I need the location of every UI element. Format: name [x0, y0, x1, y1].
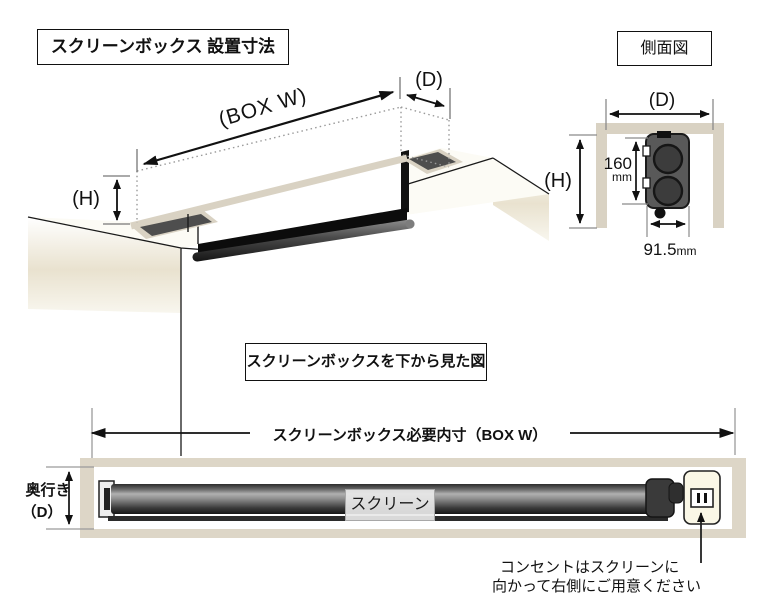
unit-width-unit: mm [676, 244, 697, 258]
outlet-slot-right [704, 493, 707, 503]
motor-knob [668, 482, 684, 504]
opening-left [132, 211, 218, 239]
unit-height-dimension-arrow [622, 137, 648, 205]
screen-surface [198, 156, 403, 244]
height-dimension-arrow-3d [103, 175, 130, 225]
outlet-socket [690, 488, 714, 508]
unit-width-dimension-arrow [646, 206, 690, 237]
outlet-note-line2: 向かって右側にご用意ください [492, 578, 701, 595]
height-label-3d: (H) [72, 188, 100, 210]
side-view-title: 側面図 [617, 31, 712, 66]
height-dimension-arrow-side [569, 134, 597, 229]
depth-dimension-arrow-side [605, 99, 714, 130]
weight-bar-end-cap [405, 219, 415, 229]
opening-right [404, 149, 463, 174]
box-channel [596, 123, 724, 228]
screen-unit-cross-section [642, 131, 690, 219]
box-w-dimension-arrow [136, 77, 401, 172]
height-label-side: (H) [544, 170, 572, 192]
outlet-slot-left [697, 493, 700, 503]
clearance-box-dotted-outline [136, 106, 450, 223]
depth-dimension-arrow-bottom [46, 466, 94, 530]
side-view [569, 99, 724, 237]
outlet-note-line1: コンセントはスクリーンに [500, 559, 680, 576]
depth-label-3d: (D) [415, 69, 443, 91]
install-view-title: スクリーンボックス 設置寸法 [37, 29, 289, 65]
unit-height-value: 160 [603, 154, 632, 173]
ceiling-fascia-left [28, 217, 181, 313]
inner-width-dimension [90, 408, 736, 463]
weight-bar [192, 219, 415, 262]
depth-label-bottom-line2: （D） [21, 504, 63, 521]
depth-label-bottom-line1: 奥行き [25, 482, 71, 499]
left-bracket-pin [104, 488, 110, 510]
unit-width-label: 91.5mm [625, 240, 715, 260]
opening-far-rim [130, 154, 408, 230]
unit-height-unit: mm [612, 170, 632, 184]
bottom-view-title: スクリーンボックスを下から見た図 [245, 343, 487, 381]
depth-label-side: (D) [648, 90, 676, 111]
installation-3d-view [27, 77, 550, 456]
inner-width-label: スクリーンボックス必要内寸（BOX W） [272, 427, 548, 444]
screen-3d [192, 150, 415, 262]
unit-width-value: 91.5 [643, 240, 677, 259]
depth-dimension-arrow-3d [406, 88, 451, 119]
screen-label: スクリーン [345, 489, 435, 521]
outlet [683, 470, 721, 525]
screen-right-trim [401, 150, 409, 213]
